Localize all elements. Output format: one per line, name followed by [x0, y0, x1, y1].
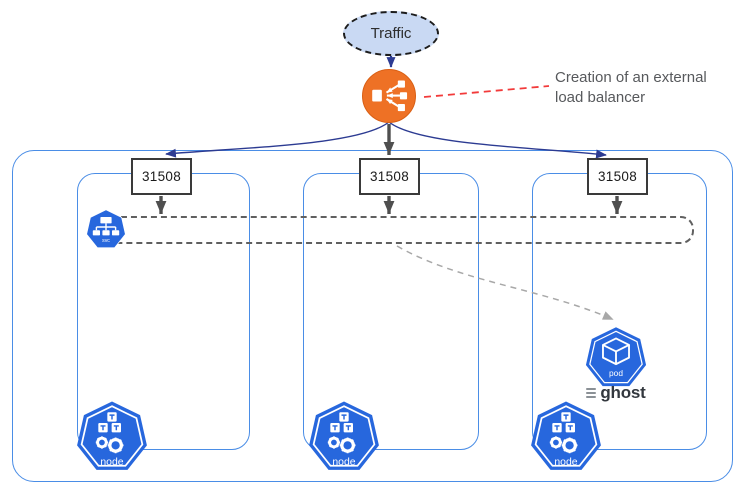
ghost-label: ghost — [600, 383, 646, 402]
nodeport-box-3: 31508 — [587, 158, 648, 195]
pod-label: pod — [609, 368, 623, 378]
node-icon-1: node — [76, 399, 148, 473]
ghost-mark-icon — [586, 388, 597, 398]
node-label: node — [554, 457, 577, 468]
nodeport-label: 31508 — [597, 169, 638, 184]
annotation-text: Creation of an external load balancer — [555, 69, 707, 107]
nodeport-label: 31508 — [369, 169, 410, 184]
traffic-node: Traffic — [343, 11, 439, 56]
svc-label: svc — [102, 238, 110, 244]
node-label: node — [100, 457, 123, 468]
node-label: node — [332, 457, 355, 468]
traffic-label: Traffic — [370, 25, 412, 42]
pod-icon: pod — [585, 326, 647, 388]
nodeport-box-2: 31508 — [359, 158, 420, 195]
service-band — [88, 216, 694, 244]
node-icon-2: node — [308, 399, 380, 473]
node-icon-3: node — [530, 399, 602, 473]
ghost-logo: ghost — [556, 383, 676, 403]
annotation-connector-line — [423, 85, 550, 98]
nodeport-box-1: 31508 — [131, 158, 192, 195]
nodeport-label: 31508 — [141, 169, 182, 184]
service-svc-icon: svc — [86, 209, 126, 249]
load-balancer-icon — [362, 69, 416, 123]
load-balancer-glyph — [372, 80, 408, 112]
